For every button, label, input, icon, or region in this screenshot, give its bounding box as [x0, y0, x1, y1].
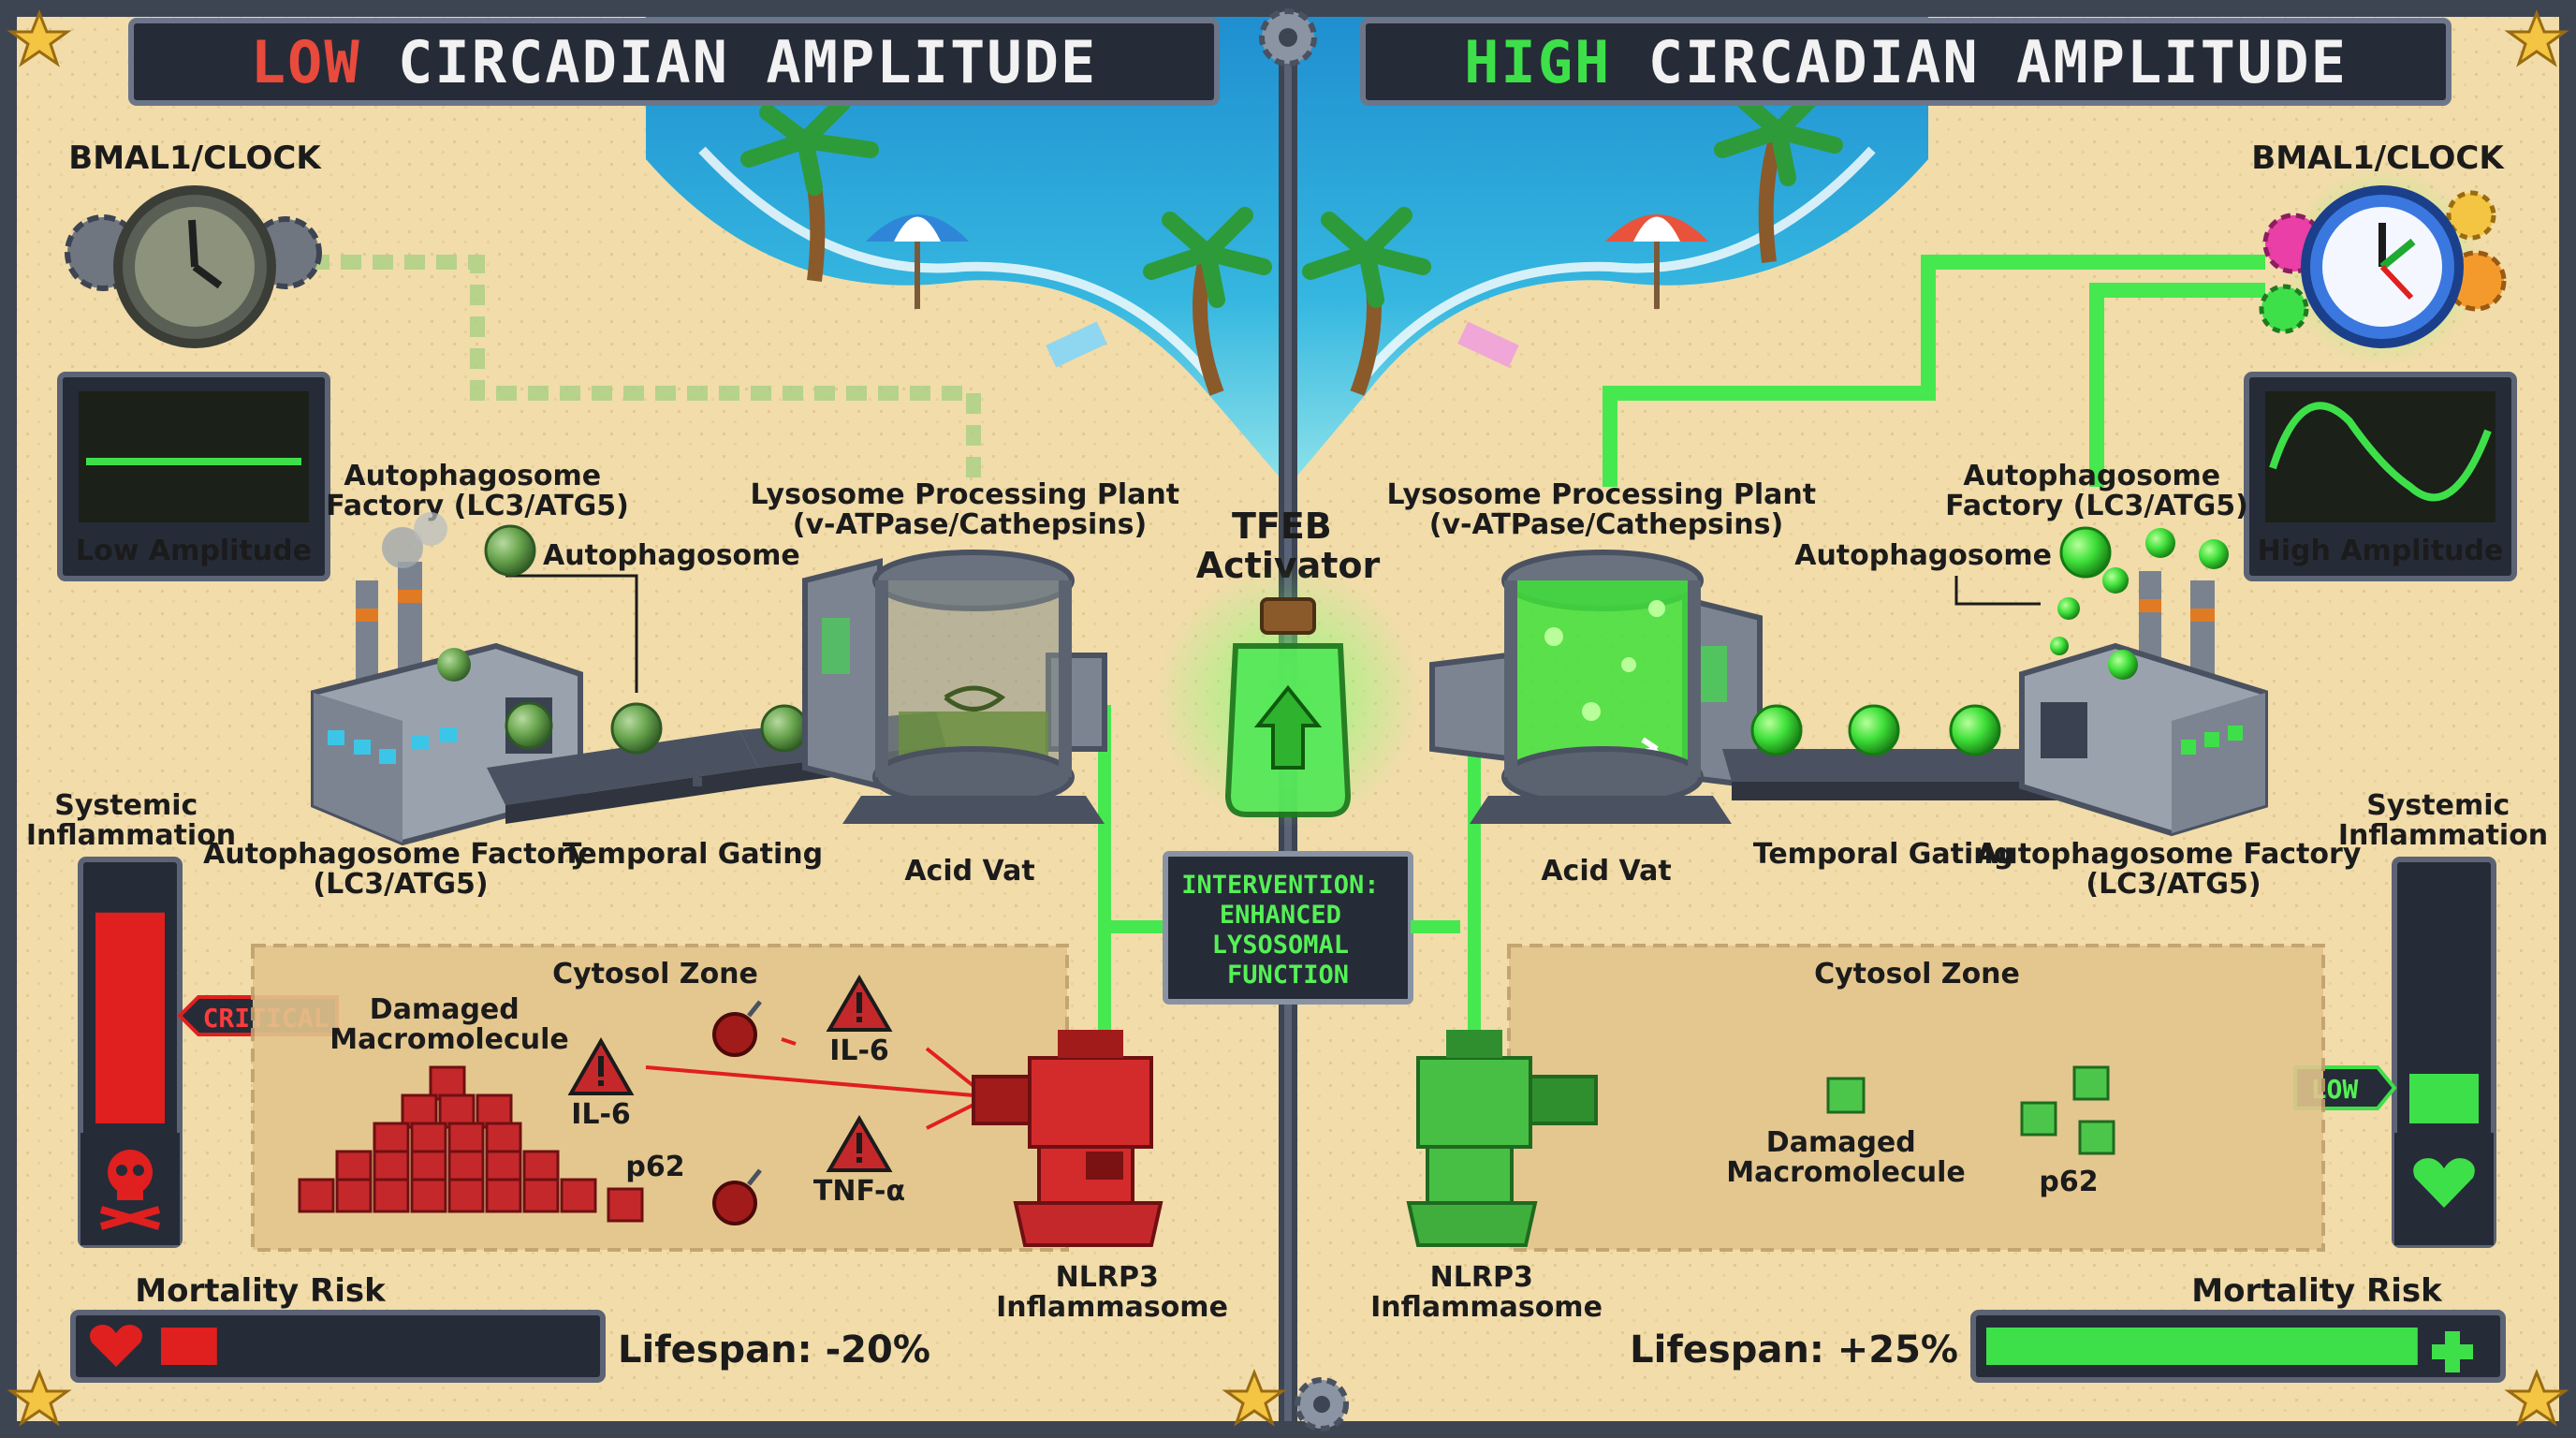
svg-text:HIGH CIRCADIAN AMPLITUDE: HIGH CIRCADIAN AMPLITUDE [1464, 28, 2348, 96]
right-amplitude-monitor: High Amplitude [2244, 372, 2517, 581]
left-factory-bottom-label: Autophagosome Factory (LC3/ATG5) [203, 838, 598, 901]
left-mortality-bar [70, 1310, 606, 1383]
right-lifespan-label: Lifespan: +25% [1630, 1328, 1958, 1372]
umbrella-icon [1605, 214, 1708, 309]
right-title-banner: HIGH CIRCADIAN AMPLITUDE [1360, 18, 2452, 106]
right-p62-label: p62 [2039, 1166, 2098, 1198]
right-nlrp3-label: NLRP3 Inflammasome [1370, 1261, 1603, 1324]
warning-icon [826, 975, 893, 1032]
right-conveyor-belt [1722, 526, 2229, 800]
intervention-box: INTERVENTION: ENHANCED LYSOSOMAL FUNCTIO… [1163, 851, 1413, 1005]
intervention-line: LYSOSOMAL [1212, 931, 1349, 960]
right-cytosol-zone [1507, 944, 2325, 1252]
palm-tree-icon [1143, 207, 1272, 396]
left-lysosome-vat [802, 550, 1107, 824]
il6-label-b: IL-6 [829, 1034, 889, 1067]
tnf-label: TNF-α [813, 1175, 905, 1208]
svg-text:LOW CIRCADIAN AMPLITUDE: LOW CIRCADIAN AMPLITUDE [251, 28, 1098, 96]
left-lifespan-label: Lifespan: -20% [618, 1328, 930, 1372]
right-clock-icon [2259, 169, 2507, 365]
star-icon [1222, 1368, 1287, 1427]
heart-icon [2413, 1158, 2475, 1208]
star-icon [7, 8, 72, 67]
left-lysosome-label: Lysosome Processing Plant (v-ATPase/Cath… [750, 478, 1189, 541]
left-mortality-label: Mortality Risk [135, 1272, 387, 1310]
il6-label-a: IL-6 [571, 1098, 631, 1131]
star-icon [7, 1368, 72, 1427]
palm-tree-icon [740, 95, 879, 282]
left-clock-icon [65, 185, 322, 348]
right-temporal-gating-label: Temporal Gating [1753, 838, 2013, 871]
right-title-suffix: CIRCADIAN AMPLITUDE [1611, 28, 2348, 96]
right-autophagosome-label: Autophagosome [1794, 539, 2052, 572]
left-title-suffix: CIRCADIAN AMPLITUDE [361, 28, 1098, 96]
left-amplitude-monitor: Low Amplitude [57, 372, 330, 581]
right-monitor-label: High Amplitude [2258, 535, 2504, 567]
left-factory-top-label: Autophagosome Factory (LC3/ATG5) [326, 460, 629, 522]
warning-icon [567, 1036, 635, 1095]
left-acid-vat-label: Acid Vat [904, 855, 1034, 888]
left-inflammation-gauge [78, 857, 183, 1248]
left-title-prefix: LOW [251, 28, 361, 96]
palm-tree-icon [1714, 85, 1843, 263]
intervention-line: FUNCTION [1227, 961, 1349, 990]
palm-tree-icon [1302, 207, 1431, 396]
right-signal-pipe-2 [2089, 283, 2265, 487]
right-autophagosome-factory [2019, 571, 2268, 837]
right-acid-vat-label: Acid Vat [1541, 855, 1671, 888]
damaged-macromolecule-pile [298, 1065, 644, 1223]
left-temporal-gating-label: Temporal Gating [563, 838, 823, 871]
left-monitor-label: Low Amplitude [76, 535, 312, 567]
right-nlrp3-turret [1406, 1030, 1598, 1247]
green-macromolecule [1826, 1065, 2115, 1155]
gear-icon [1295, 1377, 1349, 1431]
heart-icon [90, 1325, 142, 1367]
right-cytosol-label: Cytosol Zone [1814, 958, 2020, 990]
right-inflammation-label: Systemic Inflammation [2338, 789, 2548, 852]
right-factory-top-label: Autophagosome Factory (LC3/ATG5) [1945, 460, 2248, 522]
left-p62-label: p62 [625, 1151, 684, 1183]
left-clock-label: BMAL1/CLOCK [68, 139, 322, 177]
right-mortality-bar [1970, 1310, 2506, 1383]
svg-text:INTERVENTION: ENHANCED: INTERVENTION: ENHANCED LYSOSOMAL FUNCTIO… [1181, 871, 1395, 990]
right-lysosome-vat [1429, 550, 1763, 824]
intervention-line: ENHANCED [1220, 901, 1341, 930]
intervention-line: INTERVENTION: [1181, 871, 1379, 900]
left-cytosol-label: Cytosol Zone [552, 958, 758, 990]
right-factory-bottom-label: Autophagosome Factory (LC3/ATG5) [1976, 838, 2371, 901]
tfeb-bottle-icon [1157, 566, 1419, 829]
right-signal-pipe [1603, 255, 2265, 487]
bomb-icon [712, 1168, 762, 1225]
umbrella-icon [866, 214, 969, 309]
warning-icon [826, 1115, 893, 1172]
right-mortality-label: Mortality Risk [2191, 1272, 2443, 1310]
left-nlrp3-turret [972, 1030, 1164, 1247]
right-damaged-label: Damaged Macromolecule [1726, 1126, 1966, 1189]
right-inflammation-gauge [2392, 857, 2496, 1248]
bomb-icon [712, 1000, 762, 1057]
star-icon [2504, 8, 2569, 67]
right-title-prefix: HIGH [1464, 28, 1611, 96]
left-nlrp3-label: NLRP3 Inflammasome [996, 1261, 1228, 1324]
right-lysosome-label: Lysosome Processing Plant (v-ATPase/Cath… [1386, 478, 1825, 541]
gear-icon [1259, 8, 1317, 66]
skull-icon [99, 1150, 161, 1230]
left-inflammation-label: Systemic Inflammation [26, 789, 236, 852]
left-signal-pipe [309, 255, 981, 487]
star-icon [2504, 1368, 2569, 1427]
plus-icon [2432, 1331, 2473, 1372]
left-damaged-label: Damaged Macromolecule [329, 993, 569, 1056]
left-autophagosome-label: Autophagosome [543, 539, 800, 572]
left-title-banner: LOW CIRCADIAN AMPLITUDE [128, 18, 1220, 106]
